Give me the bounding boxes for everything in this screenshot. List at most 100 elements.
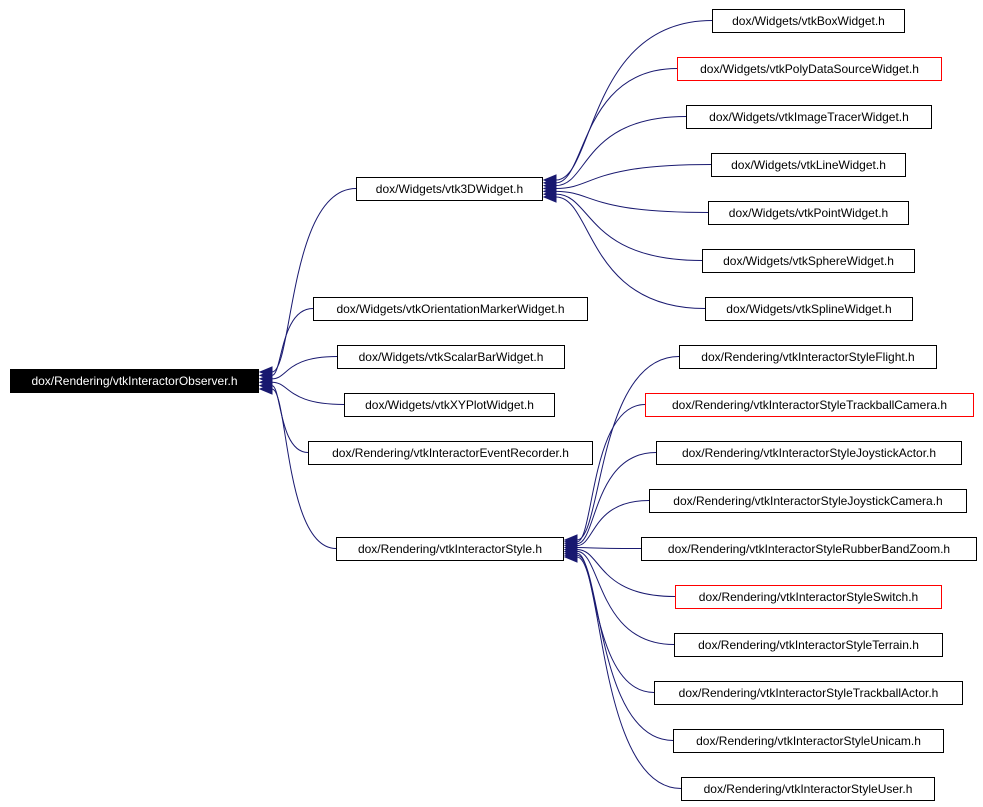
node-switch[interactable]: dox/Rendering/vtkInteractorStyleSwitch.h <box>675 585 942 609</box>
node-label: dox/Rendering/vtkInteractorStyleRubberBa… <box>668 542 950 556</box>
edge-line <box>576 547 642 549</box>
node-box[interactable] <box>686 105 932 129</box>
node-tbcam[interactable]: dox/Rendering/vtkInteractorStyleTrackbal… <box>645 393 974 417</box>
node-label: dox/Widgets/vtkImageTracerWidget.h <box>709 110 909 124</box>
edge-line <box>271 188 357 373</box>
node-user[interactable]: dox/Rendering/vtkInteractorStyleUser.h <box>681 777 935 801</box>
edge-line <box>271 381 345 405</box>
node-label: dox/Rendering/vtkInteractorStyleUnicam.h <box>696 734 921 748</box>
inheritance-edge-point-to-w3d <box>542 185 709 213</box>
inheritance-edge-user-to-istyle <box>563 551 682 789</box>
node-line[interactable]: dox/Widgets/vtkLineWidget.h <box>711 153 906 177</box>
node-box[interactable] <box>675 585 942 609</box>
edge-line <box>555 20 713 181</box>
node-rubber[interactable]: dox/Rendering/vtkInteractorStyleRubberBa… <box>641 537 977 561</box>
inheritance-edge-unicam-to-istyle <box>563 549 674 741</box>
node-label: dox/Widgets/vtkXYPlotWidget.h <box>365 398 534 412</box>
node-terrain[interactable]: dox/Rendering/vtkInteractorStyleTerrain.… <box>674 633 943 657</box>
edge-line <box>555 116 687 187</box>
node-flight[interactable]: dox/Rendering/vtkInteractorStyleFlight.h <box>679 345 937 369</box>
node-recorder[interactable]: dox/Rendering/vtkInteractorEventRecorder… <box>308 441 593 465</box>
node-orient[interactable]: dox/Widgets/vtkOrientationMarkerWidget.h <box>313 297 588 321</box>
node-xyplot[interactable]: dox/Widgets/vtkXYPlotWidget.h <box>344 393 555 417</box>
edge-line <box>555 190 709 213</box>
edge-line <box>555 68 678 184</box>
node-joycam[interactable]: dox/Rendering/vtkInteractorStyleJoystick… <box>649 489 967 513</box>
node-box[interactable] <box>674 633 943 657</box>
node-polysrc[interactable]: dox/Widgets/vtkPolyDataSourceWidget.h <box>677 57 942 81</box>
node-box[interactable] <box>712 9 905 33</box>
node-box[interactable] <box>708 201 909 225</box>
node-label: dox/Rendering/vtkInteractorStyleTerrain.… <box>698 638 919 652</box>
inheritance-edge-polysrc-to-w3d <box>542 68 678 189</box>
node-box[interactable] <box>681 777 935 801</box>
edge-line <box>271 356 338 380</box>
inheritance-edge-tracer-to-w3d <box>542 116 687 192</box>
edge-line <box>576 404 646 543</box>
edge-line <box>555 193 703 261</box>
node-label: dox/Rendering/vtkInteractorObserver.h <box>31 374 237 388</box>
edge-line <box>576 452 657 545</box>
inheritance-edge-tbact-to-istyle <box>563 547 655 693</box>
node-box[interactable] <box>654 681 963 705</box>
node-box[interactable] <box>677 57 942 81</box>
inheritance-edge-line-to-w3d <box>542 164 712 195</box>
inheritance-edge-tbcam-to-istyle <box>563 404 646 548</box>
node-label: dox/Rendering/vtkInteractorStyleFlight.h <box>701 350 914 364</box>
inheritance-edge-sphere-to-w3d <box>542 188 703 261</box>
node-w3d[interactable]: dox/Widgets/vtk3DWidget.h <box>356 177 543 201</box>
node-spline[interactable]: dox/Widgets/vtkSplineWidget.h <box>705 297 913 321</box>
node-label: dox/Rendering/vtkInteractorStyleUser.h <box>704 782 913 796</box>
node-box[interactable] <box>645 393 974 417</box>
edge-arrowhead <box>563 551 578 563</box>
node-point[interactable]: dox/Widgets/vtkPointWidget.h <box>708 201 909 225</box>
node-box[interactable] <box>337 345 565 369</box>
edge-arrowhead <box>542 191 557 203</box>
node-box[interactable] <box>10 369 259 393</box>
inheritance-edge-spline-to-w3d <box>542 191 706 309</box>
node-istyle[interactable]: dox/Rendering/vtkInteractorStyle.h <box>336 537 564 561</box>
node-label: dox/Widgets/vtkPolyDataSourceWidget.h <box>700 62 919 76</box>
node-label: dox/Widgets/vtkSplineWidget.h <box>726 302 891 316</box>
node-box[interactable]: dox/Widgets/vtkBoxWidget.h <box>712 9 905 33</box>
node-unicam[interactable]: dox/Rendering/vtkInteractorStyleUnicam.h <box>673 729 944 753</box>
node-label: dox/Rendering/vtkInteractorStyleSwitch.h <box>699 590 918 604</box>
node-box[interactable] <box>702 249 915 273</box>
node-box[interactable] <box>344 393 555 417</box>
node-root[interactable]: dox/Rendering/vtkInteractorObserver.h <box>10 369 259 393</box>
node-label: dox/Rendering/vtkInteractorStyleTrackbal… <box>672 398 947 412</box>
node-joyact[interactable]: dox/Rendering/vtkInteractorStyleJoystick… <box>656 441 962 465</box>
node-box[interactable] <box>308 441 593 465</box>
node-label: dox/Widgets/vtkScalarBarWidget.h <box>359 350 544 364</box>
nodes-layer: dox/Rendering/vtkInteractorObserver.h dox… <box>10 9 977 801</box>
node-label: dox/Widgets/vtkPointWidget.h <box>729 206 888 220</box>
node-label: dox/Rendering/vtkInteractorStyleTrackbal… <box>679 686 939 700</box>
node-box[interactable] <box>656 441 962 465</box>
node-box[interactable] <box>336 537 564 561</box>
node-label: dox/Widgets/vtkOrientationMarkerWidget.h <box>336 302 564 316</box>
node-box[interactable] <box>705 297 913 321</box>
node-tbact[interactable]: dox/Rendering/vtkInteractorStyleTrackbal… <box>654 681 963 705</box>
edge-line <box>555 164 712 189</box>
node-tracer[interactable]: dox/Widgets/vtkImageTracerWidget.h <box>686 105 932 129</box>
inheritance-edge-joycam-to-istyle <box>563 500 650 552</box>
edge-line <box>576 500 650 547</box>
node-box[interactable] <box>711 153 906 177</box>
node-label: dox/Rendering/vtkInteractorStyleJoystick… <box>673 494 942 508</box>
node-box[interactable] <box>641 537 977 561</box>
node-box[interactable] <box>313 297 588 321</box>
node-box[interactable] <box>679 345 937 369</box>
node-sphere[interactable]: dox/Widgets/vtkSphereWidget.h <box>702 249 915 273</box>
node-box[interactable] <box>356 177 543 201</box>
edge-line <box>271 308 314 376</box>
edge-line <box>555 196 706 309</box>
edge-line <box>576 556 682 789</box>
node-box[interactable] <box>649 489 967 513</box>
node-scalar[interactable]: dox/Widgets/vtkScalarBarWidget.h <box>337 345 565 369</box>
node-label: dox/Widgets/vtk3DWidget.h <box>376 182 523 196</box>
edge-line <box>271 388 337 549</box>
node-label: dox/Widgets/vtkBoxWidget.h <box>732 14 885 28</box>
inheritance-edge-box-to-w3d <box>542 20 713 186</box>
node-box[interactable] <box>673 729 944 753</box>
